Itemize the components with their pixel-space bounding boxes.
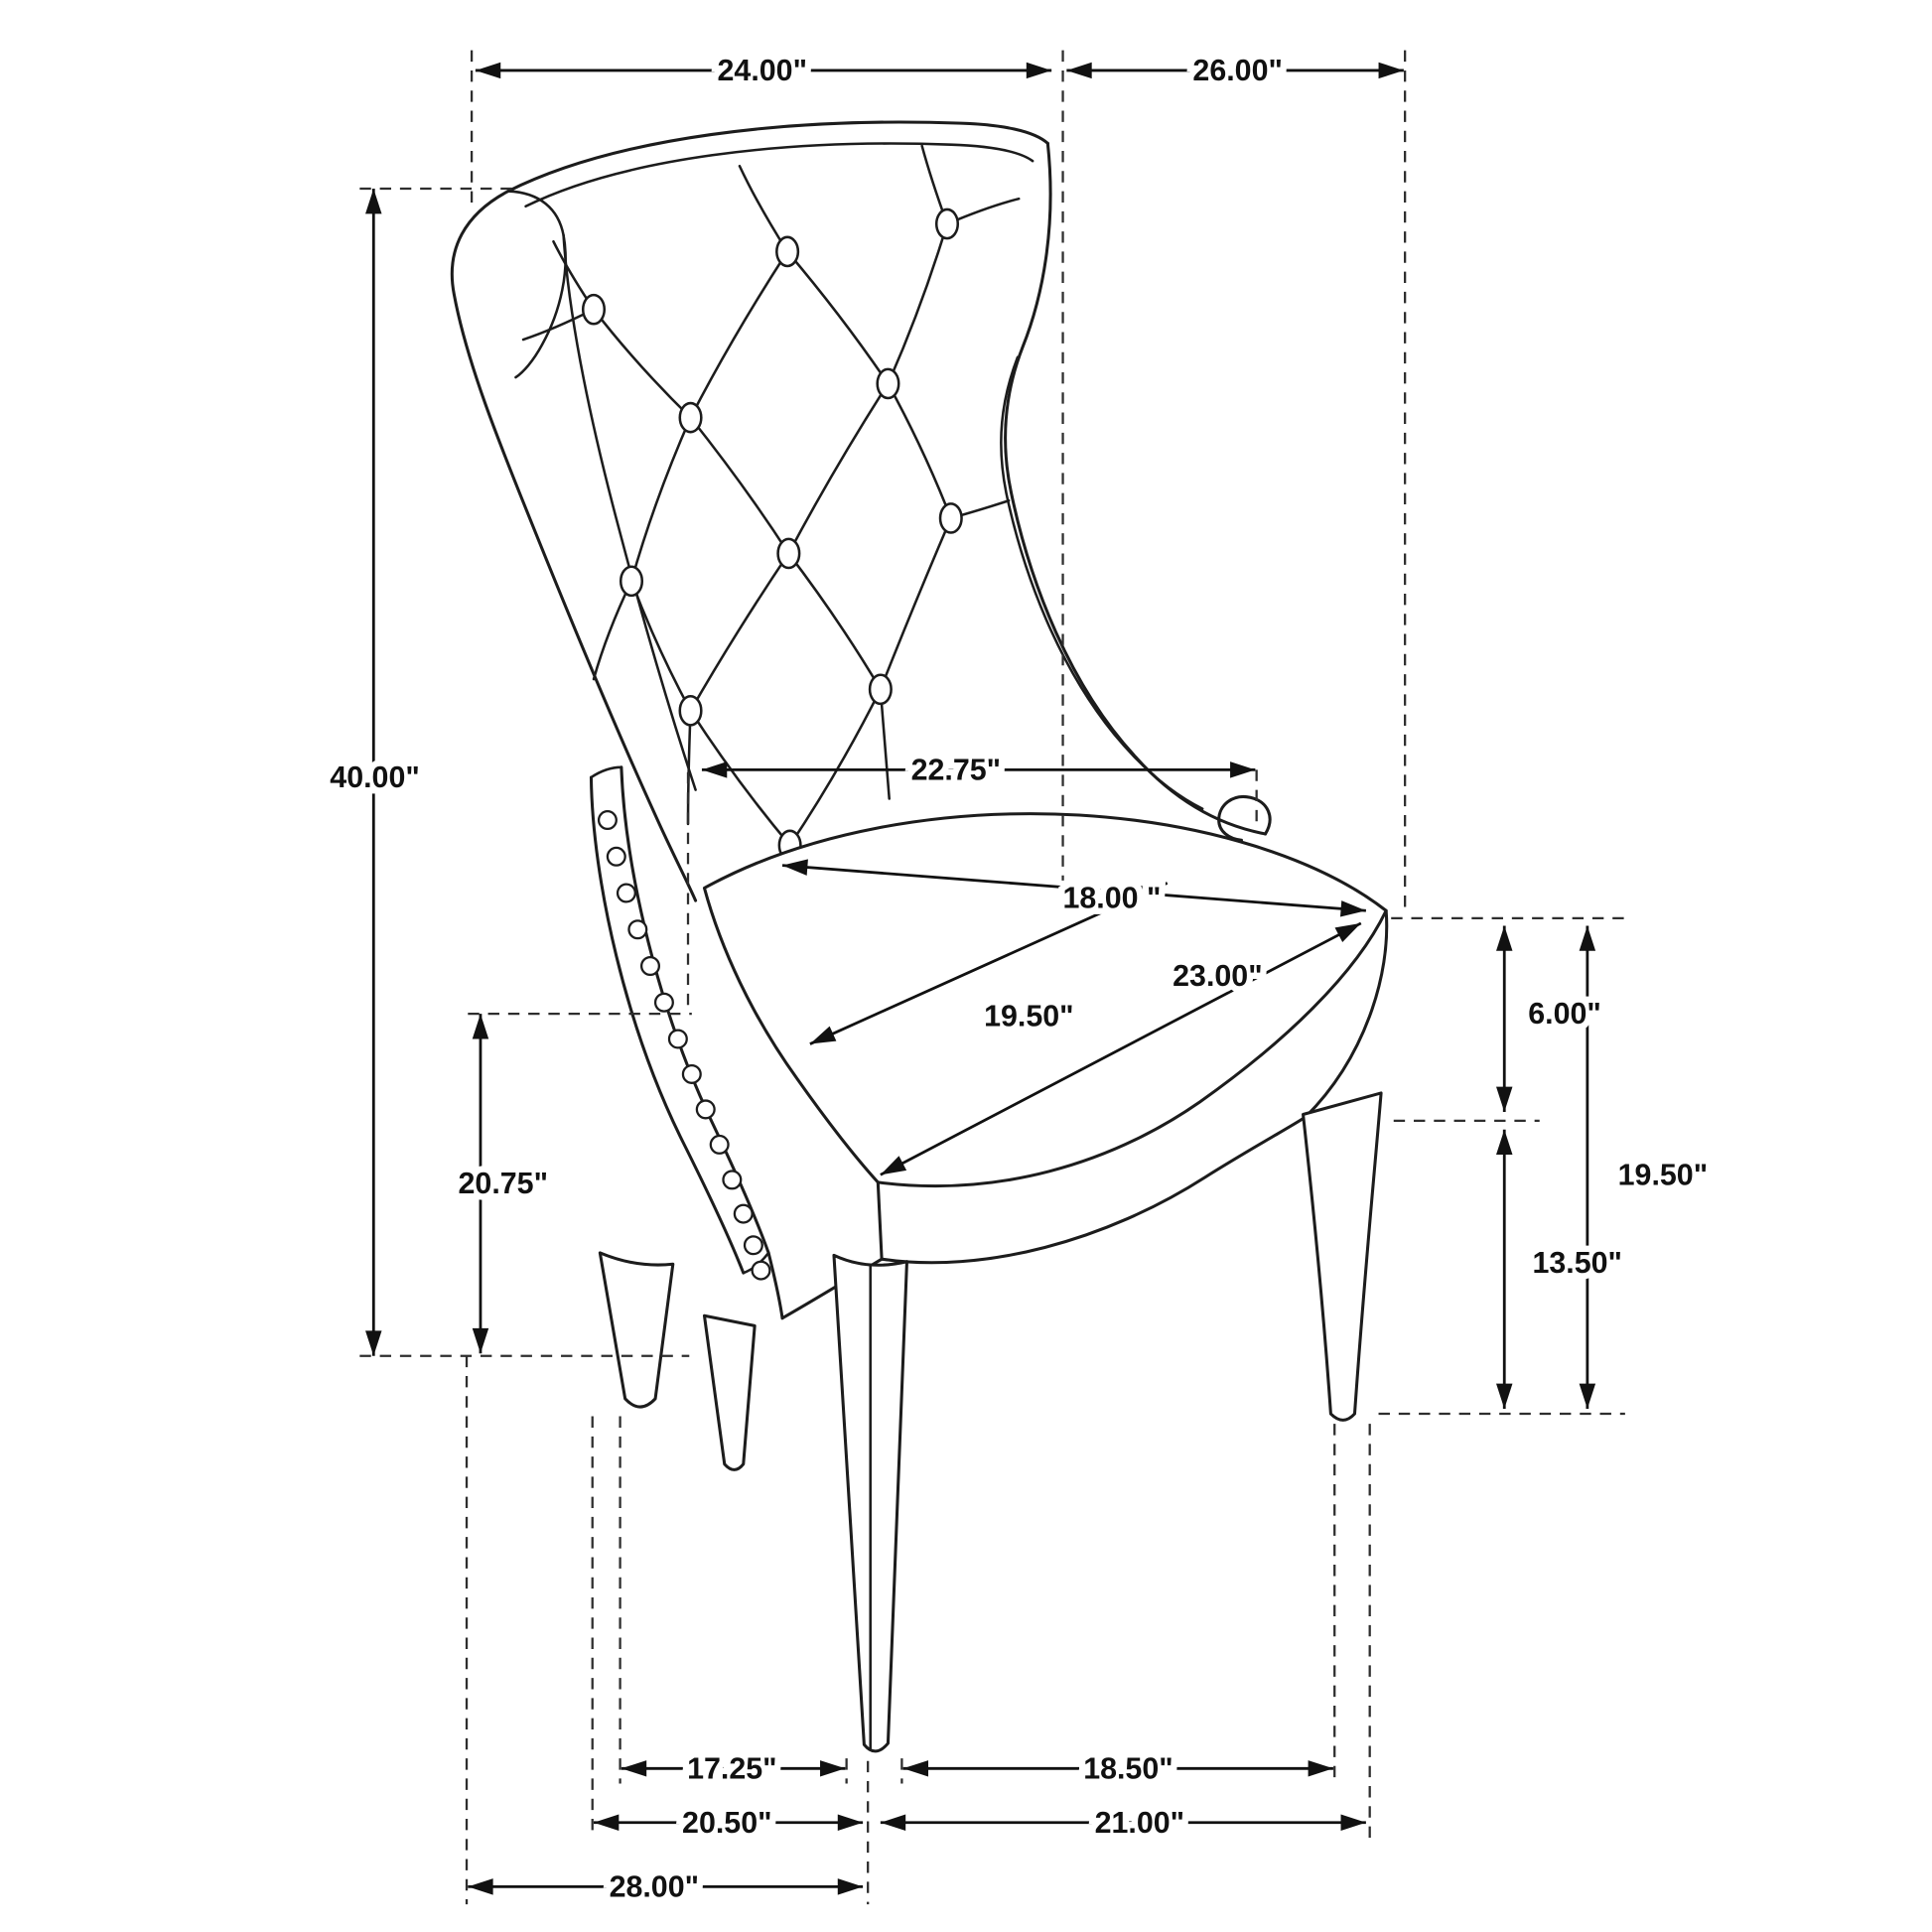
dim-label-overall-depth-top: 26.00" [1192,54,1282,87]
dimension-labels: 24.00" 26.00" 40.00" 22.75" 18.00 " 23.0… [324,48,1714,1910]
chair-back [450,120,1272,902]
dim-line-seat-surface-diagonal [880,921,1362,1176]
dim-label-floor-to-arm-height: 20.75" [459,1167,548,1200]
dim-label-cushion-thickness: 6.00" [1528,997,1601,1031]
tufting-buttons [581,207,963,862]
dim-label-overall-height: 40.00" [330,760,419,794]
dim-label-front-legs-outer-span: 20.50" [682,1806,771,1840]
nailhead-trim [589,765,771,1281]
dim-label-side-legs-inner-span: 18.50" [1083,1751,1173,1785]
dim-label-leg-height: 13.50" [1532,1246,1621,1280]
dim-label-seat-depth: 19.50" [984,1000,1073,1034]
chair-legs [598,1091,1383,1753]
dim-label-overall-depth-bottom: 28.00" [610,1869,699,1903]
dim-label-back-width-top: 24.00" [718,54,807,87]
dim-label-back-width-at-seat: 22.75" [911,753,1001,786]
dimension-lines [365,62,1596,1895]
extension-lines [359,50,1625,1905]
dim-label-floor-to-seat-height: 19.50" [1618,1158,1708,1191]
dim-label-seat-surface-diagonal: 23.00" [1173,959,1262,993]
dim-label-side-legs-outer-span: 21.00" [1095,1806,1184,1840]
seat-cushion [702,812,1389,1320]
tufting-lattice [521,144,1021,883]
dim-line-seat-depth [809,882,1169,1045]
dim-label-front-legs-inner-span: 17.25" [687,1751,776,1785]
dim-label-seat-width: 18.00 " [1063,882,1162,915]
